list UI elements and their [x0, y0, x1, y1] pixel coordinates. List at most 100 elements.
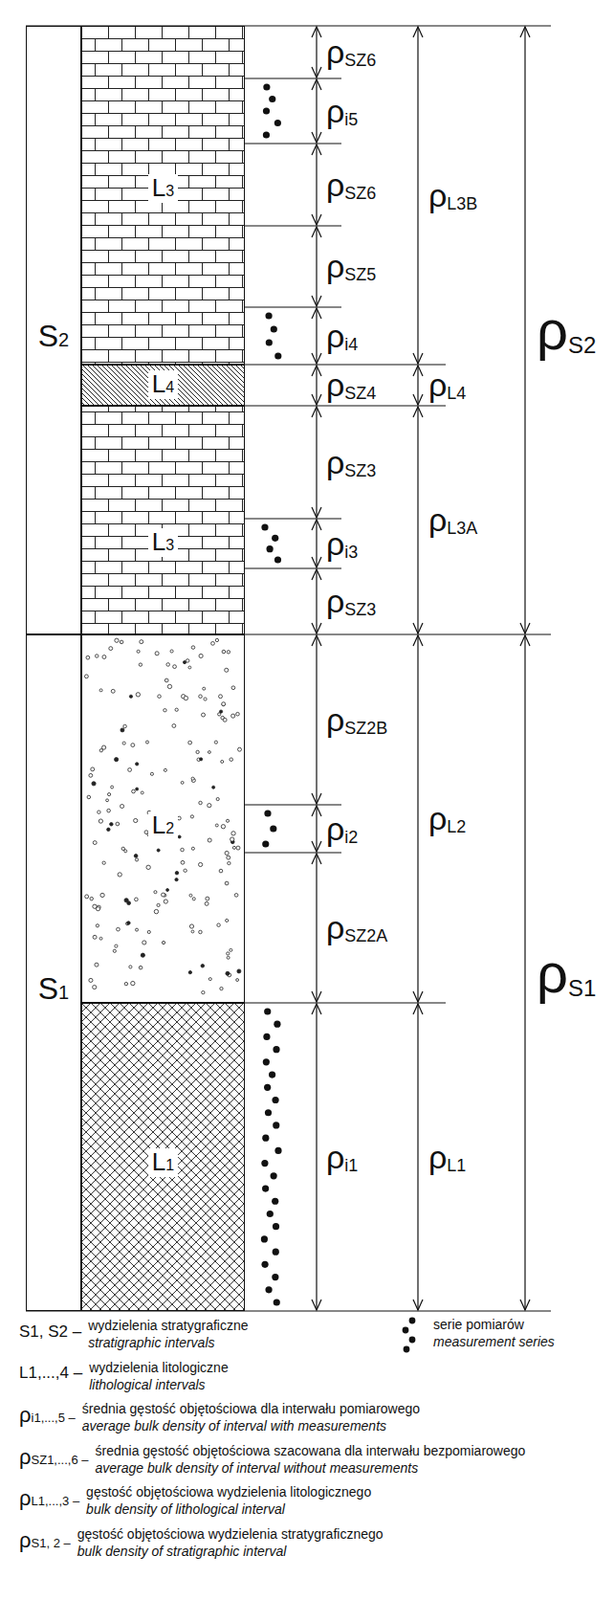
- sand-grain: [88, 772, 93, 777]
- sand-grain: [107, 827, 110, 831]
- dimension-arrow: [311, 26, 322, 78]
- measurement-dot: [274, 119, 282, 127]
- arrow-shaft: [315, 1003, 317, 1310]
- sand-grain: [109, 646, 113, 651]
- interval-density: ρSZ5: [324, 249, 378, 284]
- lithology-fill: [81, 405, 245, 635]
- sand-grain: [231, 685, 236, 690]
- sand-grain: [202, 686, 206, 690]
- measurement-dot: [271, 1272, 279, 1280]
- arrow-head: [311, 295, 322, 307]
- sand-grain: [225, 818, 229, 822]
- arrow-head: [520, 635, 530, 646]
- sand-grain: [175, 870, 179, 875]
- sand-grain: [131, 789, 136, 793]
- lithology-interval: L3: [81, 25, 245, 365]
- sand-grain: [134, 857, 138, 861]
- measurement-dot: [263, 131, 270, 138]
- measurement-dot: [264, 1285, 272, 1293]
- sand-grain: [135, 787, 139, 790]
- legend-translation: bulk density of stratigraphic interval: [77, 1542, 287, 1559]
- sand-grain: [183, 868, 187, 872]
- arrow-head: [311, 635, 322, 646]
- interval-density: ρSZ2A: [324, 910, 390, 944]
- sand-grain: [198, 861, 203, 866]
- measurement-dot: [263, 107, 270, 114]
- tick-line: [244, 224, 342, 226]
- measurement-dot: [269, 824, 277, 832]
- sand-grain: [134, 897, 139, 901]
- interval-density: ρSZ6: [324, 168, 378, 202]
- tick-line: [244, 803, 342, 805]
- sand-grain: [204, 900, 209, 905]
- arrow-head: [311, 1298, 322, 1310]
- arrow-head: [311, 66, 322, 78]
- arrow-shaft: [416, 406, 418, 634]
- arrow-head: [311, 506, 322, 518]
- sand-grain: [236, 845, 241, 850]
- legend-symbol: ρSZ1,...,6 –: [19, 1444, 89, 1470]
- sand-grain: [226, 955, 230, 959]
- sand-grain: [232, 845, 236, 849]
- legend-translation: average bulk density of interval without…: [95, 1459, 419, 1476]
- sand-grain: [236, 978, 240, 982]
- lithology-interval: L1: [81, 1002, 245, 1311]
- arrow-head: [311, 352, 322, 364]
- sand-grain: [215, 823, 219, 827]
- sand-grain: [131, 743, 135, 747]
- measurement-dot: [273, 1297, 281, 1305]
- sand-grain: [166, 888, 170, 892]
- dimension-arrow: [311, 79, 322, 143]
- sand-grain: [227, 860, 231, 864]
- sand-grain: [172, 723, 176, 728]
- measurement-dot: [261, 523, 268, 530]
- sand-grain: [224, 667, 229, 672]
- lithology-density: ρL2: [426, 801, 468, 835]
- measurement-dot: [262, 1134, 269, 1141]
- sand-grain: [225, 918, 229, 921]
- dimension-arrow: [311, 1003, 322, 1310]
- sand-grain: [207, 750, 211, 754]
- dimension-arrow: [413, 26, 423, 364]
- sand-grain: [100, 892, 105, 897]
- sand-grain: [229, 757, 234, 762]
- sand-grain: [92, 903, 97, 908]
- measurement-dot: [274, 351, 282, 359]
- lithology-fill: [81, 364, 245, 406]
- sand-grain: [180, 859, 185, 864]
- sand-grain: [177, 834, 181, 838]
- sand-grain: [99, 748, 103, 752]
- interval-density: ρi2: [324, 811, 360, 846]
- lithology-fill: [81, 25, 245, 365]
- sand-grain: [123, 723, 127, 727]
- tick-line: [244, 306, 342, 307]
- arrow-shaft: [416, 635, 418, 1002]
- sand-grain: [201, 712, 206, 717]
- sand-grain: [108, 792, 111, 796]
- sand-grain: [198, 653, 203, 658]
- sand-grain: [207, 803, 212, 808]
- tick-line: [244, 363, 446, 365]
- sand-grain: [99, 688, 103, 692]
- arrow-head: [311, 26, 322, 38]
- sand-grain: [114, 637, 119, 642]
- interval-name: L1: [148, 1147, 178, 1176]
- arrow-head: [413, 394, 423, 405]
- sand-grain: [120, 727, 125, 732]
- legend-text: measurement series: [433, 1333, 555, 1350]
- legend-dot: [409, 1316, 417, 1324]
- arrow-head: [311, 307, 322, 319]
- lithology-density: ρL4: [426, 368, 468, 402]
- sand-grain: [231, 831, 236, 835]
- sand-grain: [208, 977, 212, 981]
- arrow-head: [413, 622, 423, 634]
- arrow-shaft: [315, 406, 317, 518]
- lithology-density: ρL3B: [426, 178, 480, 213]
- interval-density: ρi5: [324, 94, 360, 129]
- sand-grain: [219, 709, 222, 713]
- dimension-arrow: [311, 635, 322, 804]
- sand-grain: [97, 810, 101, 813]
- arrow-head: [413, 990, 423, 1002]
- stratigraphy-density: ρS1: [534, 944, 598, 1001]
- legend-description: średnia gęstość objętościowa dla interwa…: [82, 1400, 420, 1417]
